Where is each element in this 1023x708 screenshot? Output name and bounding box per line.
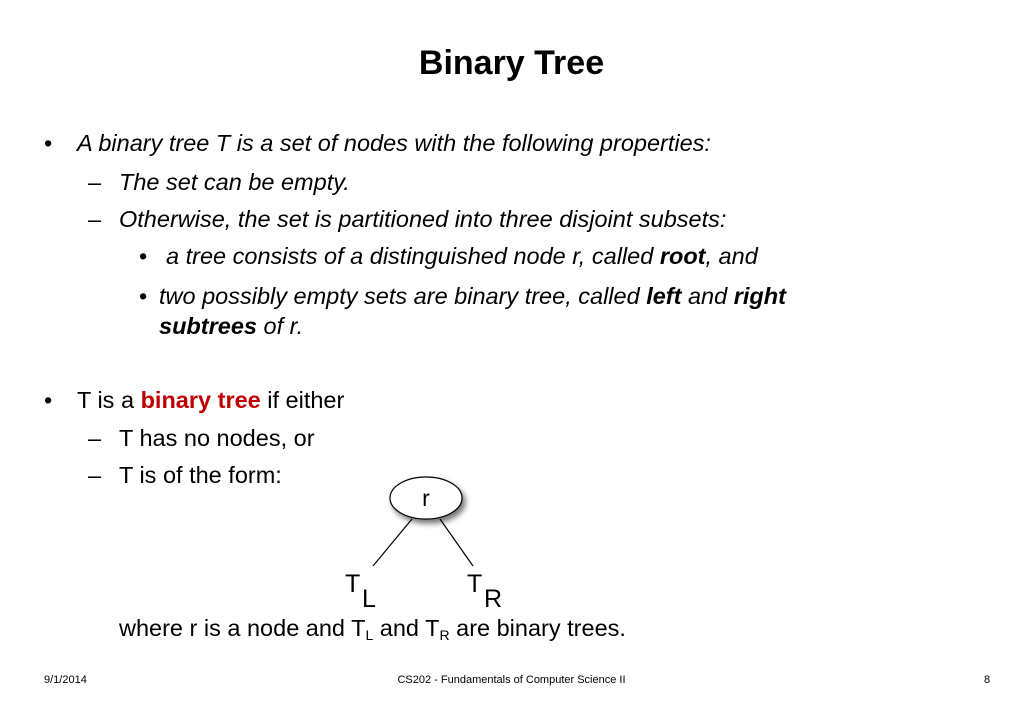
definition-subtrees-cont: subtrees of r.	[159, 313, 303, 340]
dash-marker: –	[88, 206, 102, 232]
dash-marker: –	[88, 169, 102, 195]
definition-root: a tree consists of a distinguished node …	[166, 243, 758, 270]
where-text: where r is a node and T	[119, 615, 366, 641]
subtrees-term: subtrees	[159, 313, 257, 339]
right-subtree-subscript: R	[484, 585, 502, 613]
footer-page-number: 8	[984, 674, 991, 686]
definition-empty: The set can be empty.	[119, 169, 350, 195]
left-subtree-label: T	[345, 570, 360, 598]
where-sub-r: R	[439, 627, 450, 643]
bullet-marker: •	[44, 387, 53, 413]
bullet-marker: •	[139, 243, 148, 269]
definition-intro: A binary tree T is a set of nodes with t…	[77, 130, 711, 156]
right-term: right	[733, 283, 786, 309]
definition-partition: Otherwise, the set is partitioned into t…	[119, 206, 727, 232]
definition-and: and	[681, 283, 734, 309]
definition-subtrees: two possibly empty sets are binary tree,…	[159, 283, 786, 310]
dash-marker: –	[88, 425, 102, 451]
definition-subtrees-text: two possibly empty sets are binary tree,…	[159, 283, 647, 309]
slide-title: Binary Tree	[418, 44, 605, 82]
root-term: root	[659, 243, 706, 269]
where-and: and T	[373, 615, 440, 641]
case-no-nodes: T has no nodes, or	[119, 425, 315, 451]
binary-tree-term: binary tree	[140, 387, 261, 413]
definition-root-text: a tree consists of a distinguished node …	[166, 243, 660, 269]
where-tail: are binary trees.	[449, 615, 626, 641]
recursive-text: T is a	[77, 387, 141, 413]
right-subtree-label: T	[467, 570, 482, 598]
definition-root-tail: , and	[705, 243, 758, 269]
definition-subtrees-tail: of r.	[256, 313, 304, 339]
case-form: T is of the form:	[119, 462, 282, 488]
right-edge	[439, 518, 474, 567]
root-label: r	[422, 485, 430, 511]
left-edge	[372, 518, 413, 567]
recursive-tail: if either	[260, 387, 345, 413]
left-subtree-subscript: L	[362, 585, 376, 613]
footer-course: CS202 - Fundamentals of Computer Science…	[397, 674, 626, 686]
where-sub-l: L	[365, 627, 374, 643]
footer-date: 9/1/2014	[44, 674, 87, 686]
left-term: left	[646, 283, 682, 309]
recursive-definition: T is a binary tree if either	[77, 387, 344, 414]
bullet-marker: •	[139, 283, 148, 309]
bullet-marker: •	[44, 130, 53, 156]
dash-marker: –	[88, 462, 102, 488]
root-node	[389, 476, 463, 520]
where-clause: where r is a node and TL and TR are bina…	[119, 615, 626, 643]
